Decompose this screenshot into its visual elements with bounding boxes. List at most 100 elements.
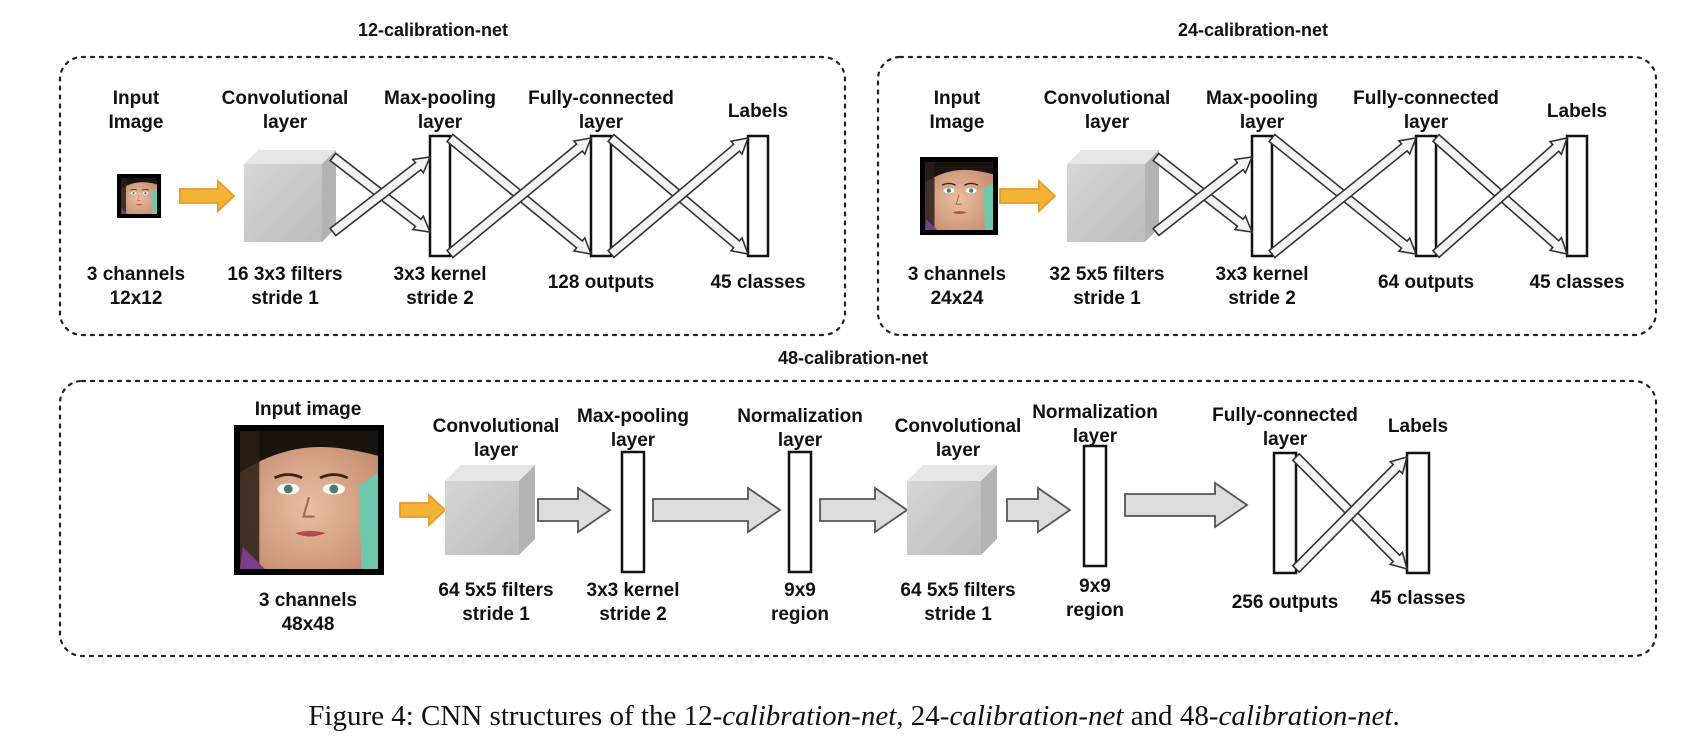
caption-sep2: and <box>1123 700 1179 732</box>
pool-norm1-arrow <box>652 486 782 534</box>
labels-desc: 45 classes <box>1529 272 1624 293</box>
conv1-pool-arrow <box>537 486 612 534</box>
conv1-layer-label: layer <box>474 440 519 461</box>
input-arrow <box>399 492 447 528</box>
input-label: Input <box>113 88 160 109</box>
connection-arrow <box>1268 136 1418 259</box>
norm1-desc: region <box>771 604 829 625</box>
labels-label: Labels <box>1547 101 1607 122</box>
conv2-desc: 64 5x5 filters <box>900 580 1015 601</box>
norm2-layer <box>1082 444 1108 568</box>
caption-name2: calibration-net <box>949 700 1124 732</box>
input-image-24 <box>920 157 998 235</box>
labels-label: Labels <box>1388 416 1448 437</box>
pool-layer-label: layer <box>1240 112 1285 133</box>
conv-block-front <box>244 164 322 242</box>
net-box-12 <box>58 55 847 337</box>
caption-n2: 24- <box>911 700 950 732</box>
conv1-desc: stride 1 <box>462 604 530 625</box>
labels-desc: 45 classes <box>710 272 805 293</box>
input-arrow <box>179 178 236 214</box>
pool-layer-label: Max-pooling <box>384 88 496 109</box>
pool-layer-label: Max-pooling <box>577 406 689 427</box>
connection-arrow <box>606 136 750 259</box>
pool-desc: stride 2 <box>1228 288 1296 309</box>
face-photo <box>925 162 993 230</box>
conv-desc: 16 3x3 filters <box>227 264 342 285</box>
conv-layer-label: layer <box>263 112 308 133</box>
conv2-desc: stride 1 <box>924 604 992 625</box>
conv1-layer-label: Convolutional <box>433 416 560 437</box>
pool-layer-label: layer <box>418 112 463 133</box>
pool-layer-label: layer <box>611 430 656 451</box>
norm2-fc-arrow <box>1124 481 1249 529</box>
input-desc: 3 channels <box>259 590 357 611</box>
labels-layer <box>1565 134 1589 258</box>
conv-layer-label: Convolutional <box>1044 88 1171 109</box>
face-photo <box>240 431 378 569</box>
norm1-layer-label: layer <box>778 430 823 451</box>
norm2-desc: 9x9 <box>1079 576 1111 597</box>
norm1-layer-label: Normalization <box>737 406 863 427</box>
input-image-48 <box>234 425 384 575</box>
connection-arrow <box>329 156 432 237</box>
input-desc: 3 channels <box>908 264 1006 285</box>
labels-layer <box>1405 451 1431 575</box>
labels-layer <box>746 134 770 258</box>
fc-layer-label: Fully-connected <box>528 88 674 109</box>
fc-layer-label: Fully-connected <box>1353 88 1499 109</box>
pool-fc-link-up <box>1268 136 1418 259</box>
labels-label: Labels <box>728 101 788 122</box>
input-label: Input image <box>255 399 362 420</box>
norm2-layer-label: layer <box>1073 426 1118 447</box>
caption-sep1: , <box>896 700 911 732</box>
fc-labels-link-up <box>606 136 750 259</box>
conv-block-side <box>519 465 535 555</box>
conv-layer-label: Convolutional <box>222 88 349 109</box>
conv-block-top <box>907 465 997 481</box>
net-title-12: 12-calibration-net <box>358 20 508 40</box>
conv-block-side <box>981 465 997 555</box>
norm1-conv2-arrow <box>819 486 909 534</box>
conv1-block <box>445 465 535 555</box>
fc-labels-link-up <box>1291 455 1409 574</box>
fc-desc: 128 outputs <box>548 272 655 293</box>
caption-n1: 12- <box>684 700 723 732</box>
fc-layer <box>1414 134 1438 258</box>
input-image-12 <box>117 174 161 218</box>
conv-desc: stride 1 <box>1073 288 1141 309</box>
caption-prefix: Figure 4: CNN structures of the <box>308 700 683 732</box>
conv-block-top <box>1067 150 1159 164</box>
fc-layer-label: layer <box>1263 429 1308 450</box>
caption-n3: 48- <box>1180 700 1219 732</box>
conv-block <box>244 150 336 242</box>
conv-desc: 32 5x5 filters <box>1049 264 1164 285</box>
input-desc: 24x24 <box>931 288 984 309</box>
pool-fc-link-up <box>445 136 593 259</box>
connection-arrow <box>1291 455 1409 574</box>
net-box-24 <box>876 55 1658 337</box>
fc-labels-link-up <box>1431 136 1569 259</box>
norm1-desc: 9x9 <box>784 580 816 601</box>
pool-layer <box>428 134 452 258</box>
input-label: Input <box>934 88 981 109</box>
norm2-desc: region <box>1066 600 1124 621</box>
conv2-norm2-arrow <box>1006 486 1072 534</box>
conv-block <box>1067 150 1159 242</box>
labels-desc: 45 classes <box>1370 588 1465 609</box>
caption-suffix: . <box>1392 700 1399 732</box>
connection-arrow <box>1152 156 1254 237</box>
conv2-layer-label: Convolutional <box>895 416 1022 437</box>
fc-layer <box>589 134 613 258</box>
connection-arrow <box>445 136 593 259</box>
net-title-48: 48-calibration-net <box>778 348 928 368</box>
pool-layer <box>620 450 646 574</box>
norm1-layer <box>787 450 813 574</box>
fc-desc: 64 outputs <box>1378 272 1474 293</box>
conv-block-front <box>445 481 519 555</box>
fc-layer-label: Fully-connected <box>1212 405 1358 426</box>
figure-caption: Figure 4: CNN structures of the 12- calib… <box>308 700 1399 732</box>
conv2-layer-label: layer <box>936 440 981 461</box>
fc-desc: 256 outputs <box>1232 592 1339 613</box>
